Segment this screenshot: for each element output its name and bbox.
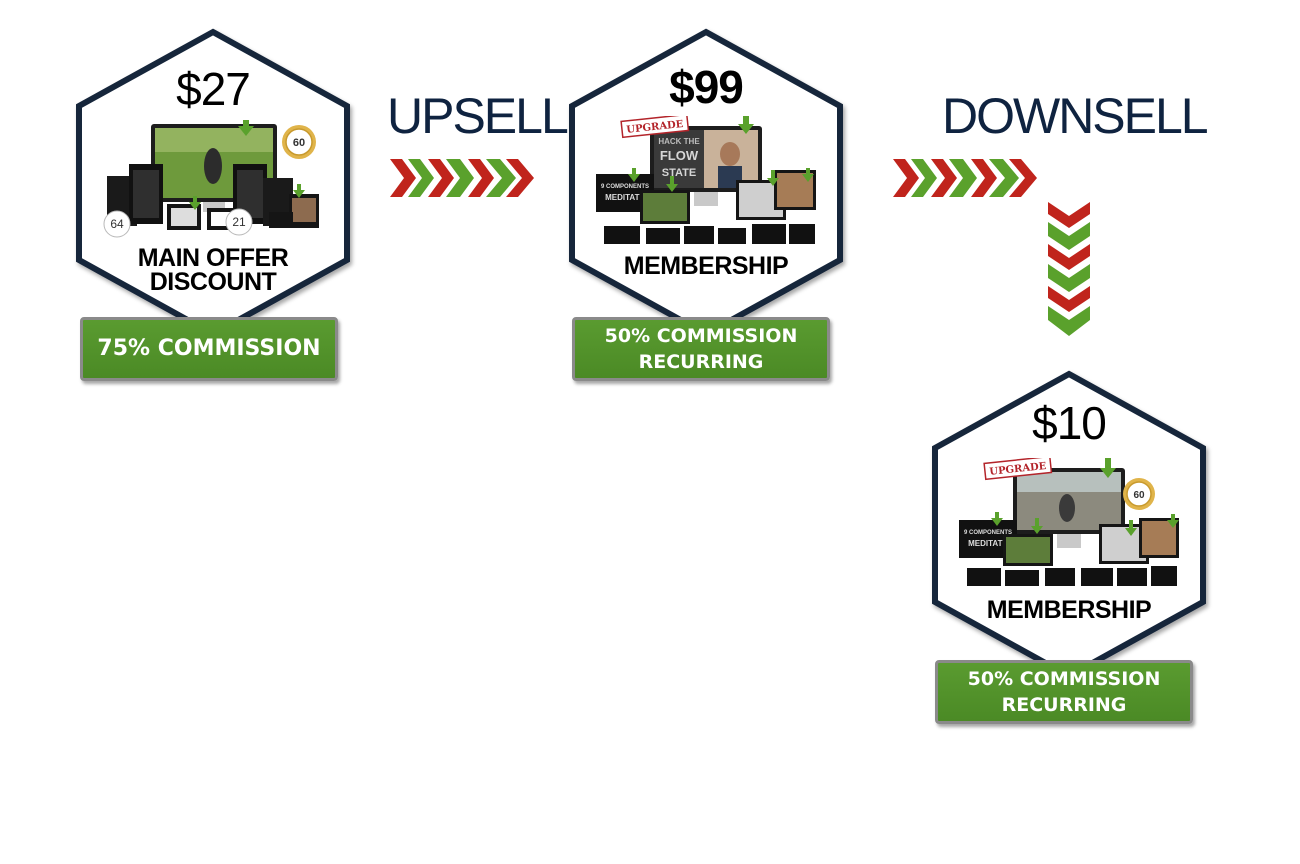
- commission-badge-50-recurring-downsell: 50% COMMISSION RECURRING: [935, 660, 1193, 724]
- upsell-chevron-arrow: [390, 159, 534, 197]
- download-arrow-icon: [1100, 458, 1116, 478]
- chevron-right-icon: [390, 159, 534, 197]
- badge-21: 21: [232, 215, 246, 229]
- seal-label: 60: [293, 137, 305, 149]
- step-label-line1: MAIN OFFER: [137, 244, 289, 272]
- screen-text-3: STATE: [662, 167, 696, 179]
- seal-icon: [282, 125, 316, 159]
- downsell-title: DOWNSELL: [942, 88, 1209, 144]
- commission-badge-50-recurring: 50% COMMISSION RECURRING: [572, 317, 830, 381]
- commission-text: 75% COMMISSION: [97, 336, 321, 361]
- product-image-membership: HACK THE FLOW STATE UPGRADE 9 COMPONENTS…: [596, 113, 816, 246]
- downsell-down-arrow: [1048, 202, 1090, 336]
- funnel-step-membership-10: $10 UPGRADE 60 9 COMPONENTS MEDITATE: [929, 370, 1209, 740]
- chevron-right-icon: [893, 159, 1037, 197]
- side-text-2: MEDITATE: [605, 193, 645, 202]
- commission-badge-75: 75% COMMISSION: [80, 317, 338, 381]
- screen-text-2: FLOW: [660, 148, 699, 163]
- downsell-chevron-arrow: [893, 159, 1037, 197]
- product-image-main-offer: 60 64 21: [103, 116, 323, 250]
- step-label: MEMBERSHIP: [566, 252, 846, 280]
- screen-text-1: HACK THE: [658, 137, 700, 146]
- product-image-membership-downsell: UPGRADE 60 9 COMPONENTS MEDITATE: [959, 455, 1179, 588]
- step-label-line1: MEMBERSHIP: [986, 596, 1152, 624]
- seal-label: 60: [1133, 490, 1145, 501]
- commission-text-line2: RECURRING: [638, 351, 764, 373]
- side-text-1: 9 COMPONENTS: [964, 530, 1012, 536]
- side-text-2: MEDITATE: [968, 539, 1008, 548]
- step-label: MAIN OFFER DISCOUNT: [73, 244, 353, 296]
- download-arrow-icon: [738, 114, 754, 134]
- price: $27: [176, 63, 251, 115]
- upsell-title: UPSELL: [387, 88, 569, 144]
- price: $99: [669, 61, 744, 113]
- step-label: MEMBERSHIP: [929, 596, 1209, 624]
- funnel-step-main-offer: $27: [73, 28, 353, 398]
- side-text-1: 9 COMPONENTS: [601, 184, 649, 190]
- chevron-down-icon: [1048, 202, 1090, 336]
- commission-text-line1: 50% COMMISSION: [604, 325, 798, 347]
- download-arrow-icon: [238, 116, 254, 136]
- badge-64: 64: [110, 217, 124, 231]
- commission-text-line1: 50% COMMISSION: [967, 668, 1161, 690]
- seal-icon: [1123, 478, 1155, 510]
- price: $10: [1032, 397, 1107, 449]
- step-label-line2: DISCOUNT: [149, 268, 277, 296]
- step-label-line1: MEMBERSHIP: [623, 252, 789, 280]
- commission-text-line2: RECURRING: [1001, 694, 1127, 716]
